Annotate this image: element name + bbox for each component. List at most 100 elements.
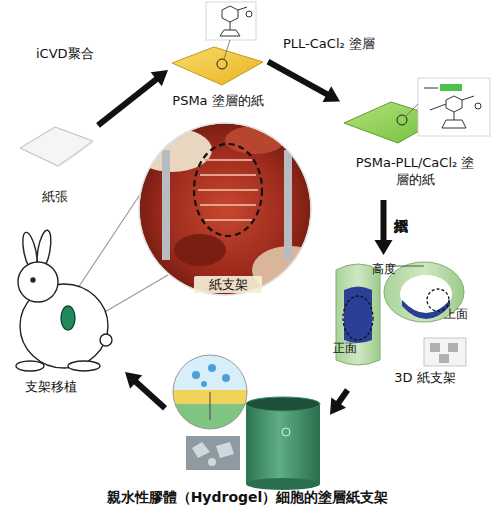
stage-node: 親水性膠體（Hydrogel）細胞的塗層紙支架 [165,355,330,488]
step-label: iCVD聚合 [36,46,94,62]
circle-outline [139,123,311,295]
coated-paper-yellow-part [217,59,227,69]
coated-paper-yellow [172,2,263,85]
hydrogel-inset-part-part [170,352,250,432]
coated-paper-yellow-part-part [222,6,238,22]
hydrogel-inset-part-part [210,392,211,420]
flow-arrow [125,372,165,408]
surgical-photo-part-part-part [198,189,258,191]
flow-arrow [98,70,168,125]
node-label: 親水性膠體（Hydrogel）細胞的塗層紙支架 [107,489,389,506]
node-label: PSMa 塗層的紙 [168,92,268,109]
coated-paper-yellow-part [220,6,252,36]
surgical-photo-part-part-part [200,204,256,206]
surgical-photo-part-part [198,160,258,220]
flow-arrow [268,62,340,102]
surgical-photo-part-part [284,150,292,260]
stage-node: 3D 紙支架 [325,255,475,390]
node-label: 3D 紙支架 [375,369,475,386]
coated-paper-green-part [397,115,407,125]
hydrogel-inset [170,352,250,470]
coated-paper-yellow-part-part [220,30,240,36]
rabbit [16,229,112,371]
stage-node: 紙張 [12,120,98,208]
rabbit-part [31,278,35,282]
hydrogel-inset-part-part [222,374,230,382]
cylinder-scaffold [246,397,320,490]
coated-paper-green-part-part [430,104,446,110]
rabbit-part [68,361,100,371]
surgical-photo-part-part-part [205,219,252,221]
node-label: PSMa-PLL/CaCl₂ 塗層的紙 [352,154,478,188]
surgical-photo-part-part [194,144,262,236]
hydrogel-inset-part [208,458,216,466]
surgical-photo-part [139,123,311,295]
coated-paper-yellow-part-part [246,11,252,17]
coated-paper-green-part [424,88,481,128]
step-label: PLL-CaCl₂ 塗層 [283,36,375,52]
stage-node: 支架移植 [5,235,125,400]
arrow-head [330,397,346,414]
hydrogel-inset-part-part [192,371,200,379]
arrow-head [151,70,168,86]
node-label: 紙張 [12,188,98,205]
hydrogel-inset-part [192,442,210,458]
photo-circle-node: 紙支架 [139,123,311,295]
coated-paper-green-part-part [475,103,481,109]
surgical-photo-part-part-part [205,159,252,161]
flow-arrow [330,390,348,415]
arrow-shaft [337,390,347,404]
rabbit-part [16,361,44,371]
scaffold-3d-part [430,343,440,352]
coated-paper-green-part-part [424,88,438,89]
scaffold-3d-part [424,338,466,366]
coated-paper-yellow-part-part [230,22,231,30]
hydrogel-inset-part [170,352,250,434]
cylinder-scaffold-part [246,478,320,490]
hydrogel-inset-part-part [208,364,216,372]
part-label: 高度 [372,262,396,277]
scaffold-3d-part [439,354,449,363]
surgical-photo-part-part [138,122,314,298]
coated-paper-green-part [406,104,418,116]
coated-paper-yellow-part-part [238,7,247,10]
cylinder-scaffold-part [246,404,320,484]
coated-paper-yellow-part [224,40,230,59]
surgical-photo [132,122,328,298]
hydrogel-inset-part [216,442,234,458]
arrow-head [125,372,142,389]
rabbit-part [18,262,58,302]
paper-sheet [20,127,93,166]
rabbit-part [100,334,112,346]
hydrogel-inset-part-part [201,381,207,387]
arrow-shaft [381,200,387,242]
paper-sheet-part [20,127,93,166]
part-label: 正面 [333,341,357,356]
scaffold-3d-part [343,296,373,340]
node-label: 紙支架 [194,276,262,293]
arrow-shaft [268,62,329,96]
cylinder-scaffold-part [282,428,290,436]
node-label: 支架移植 [5,378,97,395]
circle-outline [139,123,311,295]
rabbit-part [61,306,75,330]
surgical-photo-part-part [162,150,170,260]
hydrogel-inset-part [186,436,240,470]
coated-paper-green-part-part [454,112,455,120]
coated-paper-green-part-part [442,120,466,128]
arrow-shaft [98,78,158,125]
paper-sheet-part [58,141,93,166]
surgical-photo-part-part-part [200,174,256,176]
arrow-shaft [135,381,165,409]
coated-paper-yellow-part [172,47,263,85]
coated-paper-yellow-part [206,2,256,40]
coated-paper-green-part [440,84,462,91]
coated-paper-green [344,78,490,143]
cylinder-scaffold-part [246,397,320,411]
arrow-head [323,86,340,102]
coated-paper-green-part-part [462,96,474,100]
scaffold-3d-part [344,287,372,344]
